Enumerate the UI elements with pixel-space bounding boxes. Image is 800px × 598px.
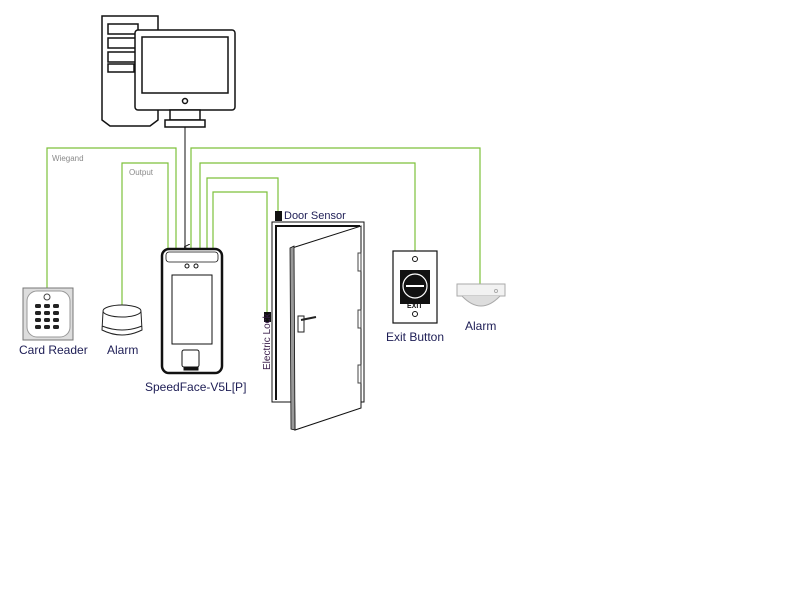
wire-door-sensor [206, 177, 279, 250]
wire-exit-button [199, 162, 416, 252]
card-reader-label: Card Reader [19, 343, 88, 357]
electric-lock-icon [264, 312, 271, 322]
alarm-right-label: Alarm [465, 319, 497, 333]
wire-wiegand [46, 147, 177, 288]
electric-lock-label: Electric Lock [262, 313, 273, 370]
smoke-alarm-icon [456, 283, 506, 307]
door-sensor-label: Door Sensor [284, 210, 346, 222]
wires [46, 147, 481, 312]
exit-button-icon [392, 250, 438, 324]
speedface-device-icon [160, 247, 224, 375]
wire-electric-lock [212, 191, 268, 312]
wire-output [121, 162, 169, 305]
output-label: Output [129, 168, 154, 177]
exit-text: EXIT [407, 303, 423, 310]
card-reader-icon [22, 287, 74, 341]
wiegand-label: Wiegand [52, 154, 84, 163]
door-icon [271, 221, 365, 431]
exit-button-label: Exit Button [386, 330, 445, 344]
door-sensor-icon [275, 211, 282, 221]
alarm-siren-icon [101, 304, 143, 336]
wire-alarm-right [190, 147, 481, 285]
computer-icon [101, 15, 236, 128]
device-label: SpeedFace-V5L[P] [145, 380, 247, 394]
alarm-left-label: Alarm [107, 343, 139, 357]
